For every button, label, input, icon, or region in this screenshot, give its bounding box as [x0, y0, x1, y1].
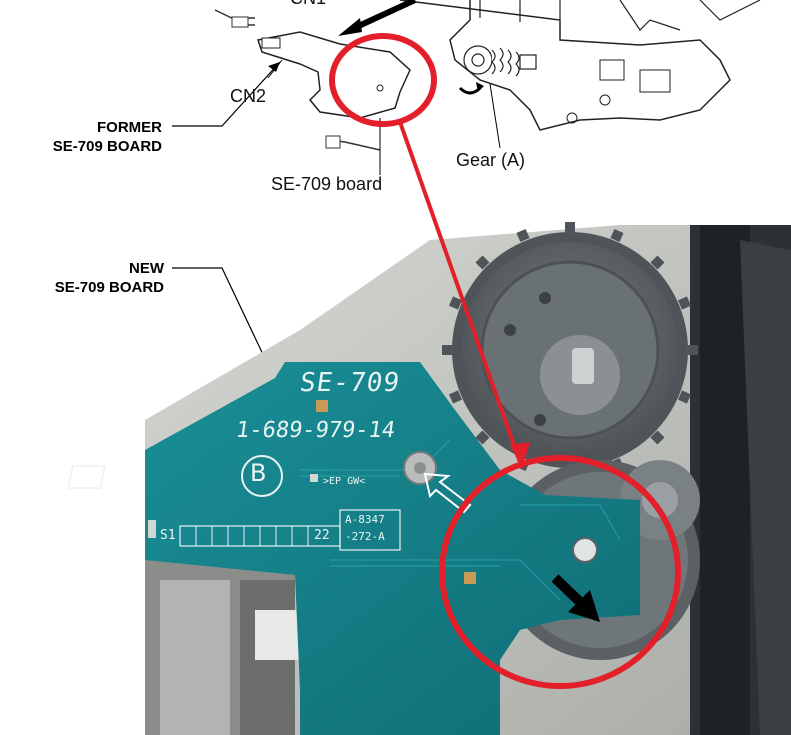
pcb-board: [145, 362, 640, 735]
gear-a-label: Gear (A): [456, 150, 526, 170]
mechanism-line-drawing: [172, 0, 761, 175]
silk-22: 22: [314, 528, 330, 543]
former-callout-line2: SE-709 BOARD: [52, 138, 162, 155]
silk-b-mark: B: [250, 459, 267, 487]
new-callout-line2: SE-709 BOARD: [54, 279, 164, 296]
cn1-label: CN1: [290, 0, 326, 9]
former-board-callout: FORMER SE-709 BOARD: [0, 118, 162, 156]
silk-s1: S1: [160, 528, 176, 543]
new-callout-line1: NEW: [129, 260, 164, 277]
se709-board-label: SE-709 board: [271, 174, 383, 194]
large-gear: [442, 222, 698, 478]
cn2-label: CN2: [230, 86, 267, 106]
silk-ref-line1: A-8347: [345, 513, 385, 526]
former-callout-line1: FORMER: [97, 119, 162, 136]
silk-ref-line2: -272-A: [345, 530, 385, 543]
silk-small-text: >EP GW<: [323, 476, 366, 487]
new-board-callout: NEW SE-709 BOARD: [0, 259, 164, 297]
